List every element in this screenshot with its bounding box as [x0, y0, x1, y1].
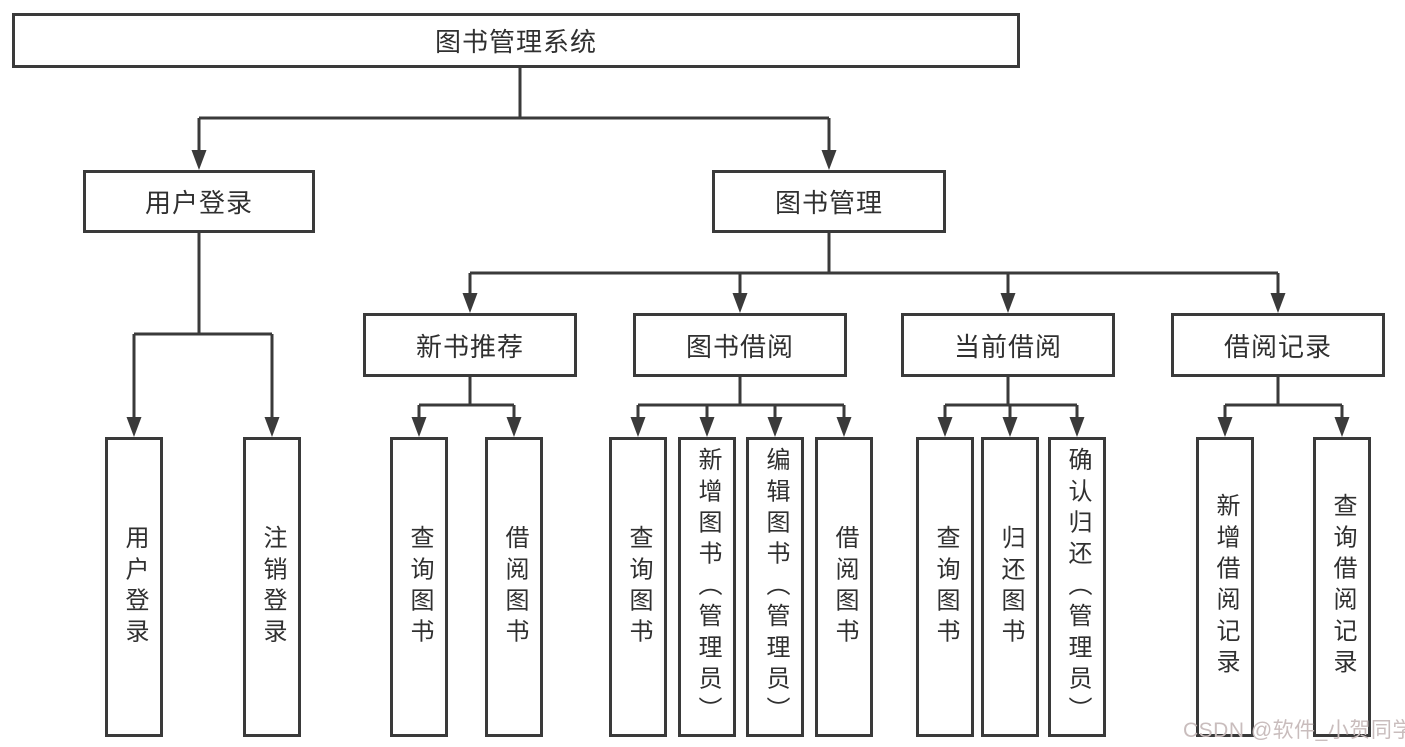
node-label: 确认归还（管理员）	[1064, 446, 1091, 728]
node-book-management: 图书管理	[712, 170, 946, 233]
node-label: 用户登录	[121, 524, 148, 650]
leaf-query-borrow-record: 查询借阅记录	[1313, 437, 1371, 737]
node-label: 查询图书	[406, 524, 433, 650]
leaf-return-book: 归还图书	[981, 437, 1039, 737]
connector-borrowrecords-to-leaves	[1217, 377, 1350, 437]
node-label: 借阅图书	[501, 524, 528, 650]
leaf-borrow-books: 借阅图书	[815, 437, 873, 737]
node-label: 新增借阅记录	[1212, 493, 1239, 681]
node-label: 归还图书	[997, 524, 1024, 650]
connector-userlogin-to-leaves	[126, 233, 280, 437]
node-label: 查询借阅记录	[1329, 493, 1356, 681]
node-label: 图书管理系统	[434, 27, 597, 57]
connector-bookmgmt-to-level3	[462, 233, 1286, 313]
leaf-query-books-current: 查询图书	[916, 437, 974, 737]
node-label: 新增图书（管理员）	[694, 446, 721, 728]
node-user-login: 用户登录	[83, 170, 315, 233]
leaf-logout: 注销登录	[243, 437, 301, 737]
leaf-query-books-borrow: 查询图书	[609, 437, 667, 737]
node-label: 查询图书	[932, 524, 959, 650]
leaf-add-book-admin: 新增图书（管理员）	[678, 437, 736, 737]
node-current-borrow: 当前借阅	[901, 313, 1115, 377]
node-label: 新书推荐	[415, 331, 524, 362]
node-label: 注销登录	[259, 524, 286, 650]
leaf-query-books-recommend: 查询图书	[390, 437, 448, 737]
csdn-watermark: CSDN @软件_小贺同学	[1183, 719, 1405, 742]
leaf-edit-book-admin: 编辑图书（管理员）	[746, 437, 804, 737]
connector-bookborrow-to-leaves	[630, 377, 852, 437]
node-new-book-recommend: 新书推荐	[363, 313, 577, 377]
leaf-borrow-books-recommend: 借阅图书	[485, 437, 543, 737]
leaf-confirm-return-admin: 确认归还（管理员）	[1048, 437, 1106, 737]
node-label: 编辑图书（管理员）	[762, 446, 789, 728]
node-label: 当前借阅	[953, 331, 1062, 362]
node-label: 图书借阅	[685, 331, 794, 362]
node-borrow-records: 借阅记录	[1171, 313, 1385, 377]
node-label: 用户登录	[144, 188, 253, 218]
node-label: 查询图书	[625, 524, 652, 650]
connector-root-to-level2	[191, 68, 837, 170]
leaf-add-borrow-record: 新增借阅记录	[1196, 437, 1254, 737]
node-label: 图书管理	[774, 188, 883, 218]
node-label: 借阅记录	[1223, 331, 1332, 362]
leaf-user-login: 用户登录	[105, 437, 163, 737]
node-label: 借阅图书	[831, 524, 858, 650]
node-book-borrow: 图书借阅	[633, 313, 847, 377]
connector-newbook-to-leaves	[411, 377, 522, 437]
connector-currentborrow-to-leaves	[937, 377, 1085, 437]
node-root: 图书管理系统	[12, 13, 1020, 68]
